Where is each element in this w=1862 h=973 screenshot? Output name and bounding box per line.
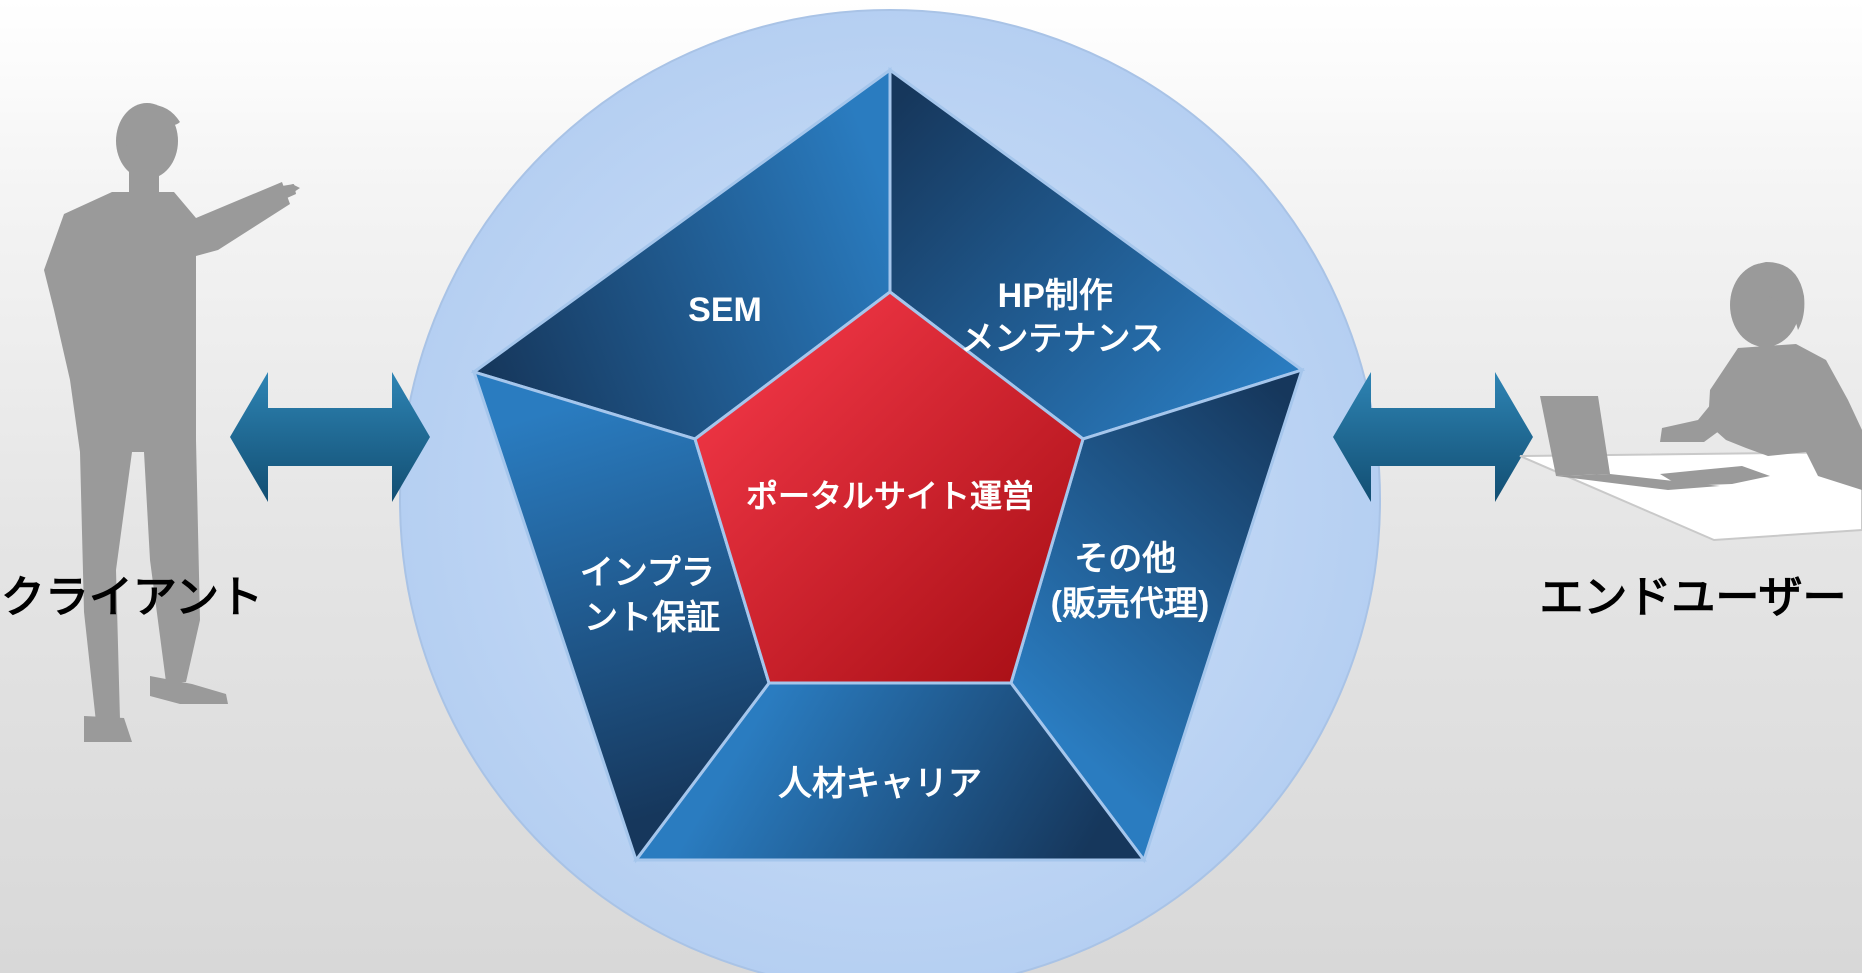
segment-label-hp: HP制作 メンテナンス	[960, 277, 1163, 358]
segment-label-career: 人材キャリア	[778, 765, 982, 803]
pentagon-segments	[470, 67, 1306, 864]
client-silhouette-icon	[44, 103, 300, 742]
segment-label-implant: インプラ ント保証	[580, 554, 724, 637]
double-arrow-icon	[230, 372, 430, 502]
double-arrow-icon	[1333, 372, 1533, 502]
segment-label-sem: SEM	[688, 291, 762, 329]
center-label: ポータルサイト運営	[746, 478, 1034, 514]
end-user-silhouette-icon	[1519, 262, 1862, 542]
end-user-label: エンドユーザー	[1539, 573, 1846, 622]
client-label: クライアント	[1, 573, 263, 622]
segment-label-other: その他 (販売代理)	[1051, 540, 1210, 623]
center-pentagon	[693, 290, 1085, 685]
